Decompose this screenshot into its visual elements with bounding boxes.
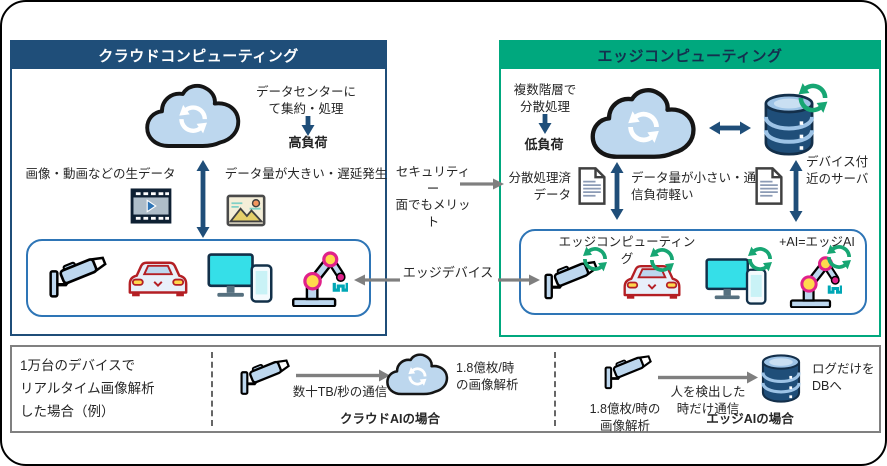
edge-car	[621, 261, 683, 301]
edge-device-box: エッジコンピューティング +AI=エッジAI	[519, 229, 867, 315]
edge-analysis-label: 1.8億枚/時の 画像解析	[589, 402, 661, 433]
edge-ai-caption: エッジAIの場合	[706, 412, 794, 426]
photo-image-icon	[226, 194, 266, 227]
edge-comm-label: 人を検出した 時だけ通信	[670, 385, 746, 416]
example-intro: 1万台のデバイスで リアルタイム画像解析 した場合（例）	[20, 358, 155, 420]
example-band: 1万台のデバイスで リアルタイム画像解析 した場合（例） 数十TB/秒の通信 1…	[10, 345, 881, 433]
right-arrow-icon	[498, 274, 540, 286]
updown-arrow-icon	[196, 160, 210, 238]
edge-box-label: エッジコンピューティング	[558, 235, 696, 266]
sync-icon	[745, 244, 775, 274]
cloud-sync-icon	[142, 82, 246, 158]
monitor-phone-icon	[207, 253, 273, 303]
near-server-label: デバイス付 近のサーバ	[806, 155, 869, 186]
edge-camera	[544, 256, 600, 306]
leftright-arrow-icon	[709, 121, 751, 135]
cloud-device-box	[26, 239, 371, 317]
down-arrow-icon	[538, 114, 552, 134]
security-camera-icon	[604, 351, 654, 395]
high-load-label: 高負荷	[288, 135, 328, 150]
device-row	[28, 241, 369, 315]
right-arrow-icon	[296, 369, 390, 382]
distributed-data-label: 分散処理済 データ	[508, 171, 571, 202]
small-data-label: データ量が小さい・通 信負荷軽い	[631, 171, 757, 202]
updown-arrow-icon	[789, 160, 803, 222]
cloud-panel-title: クラウドコンピューティング	[12, 42, 385, 69]
robot-arm-icon	[290, 249, 348, 307]
db-log-label: ログだけを DBへ	[812, 362, 875, 393]
document-icon	[754, 166, 784, 206]
edge-monitor	[705, 258, 767, 305]
cloud-sync-icon	[384, 352, 452, 402]
cloud-comm-label: 数十TB/秒の通信	[292, 385, 388, 399]
datacenter-note: データセンターに て集約・処理	[255, 85, 356, 116]
security-camera-icon	[49, 251, 109, 305]
sync-icon	[824, 242, 854, 272]
large-data-label: データ量が大きい・遅延発生	[224, 167, 388, 181]
security-note: セキュリティー 面でもメリット	[395, 165, 471, 229]
right-arrow-icon	[658, 371, 758, 384]
cloud-ai-caption: クラウドAIの場合	[339, 412, 440, 426]
dashed-divider	[554, 352, 556, 426]
cloud-sync-icon	[587, 86, 702, 170]
cloud-analysis-label: 1.8億枚/時 の画像解析	[456, 361, 519, 392]
sync-icon	[580, 244, 610, 274]
edge-robot	[788, 254, 842, 308]
sync-icon	[647, 245, 677, 275]
left-arrow-icon	[354, 274, 400, 286]
car-icon	[126, 257, 190, 299]
right-arrow-icon	[460, 178, 504, 190]
document-icon	[577, 166, 607, 206]
video-frames-icon	[130, 188, 172, 224]
low-load-label: 低負荷	[524, 137, 564, 152]
updown-arrow-icon	[610, 162, 624, 220]
dashed-divider	[211, 352, 213, 426]
sync-icon	[794, 80, 832, 116]
down-arrow-icon	[301, 116, 315, 136]
edge-device-label: エッジデバイス	[402, 265, 494, 280]
cloud-computing-panel: クラウドコンピューティング データセンターに て集約・処理 高負荷 画像・動画な…	[10, 40, 387, 336]
edge-panel-title: エッジコンピューティング	[501, 42, 879, 69]
multi-layer-note: 複数階層で 分散処理	[513, 83, 577, 114]
edge-computing-panel: エッジコンピューティング 複数階層で 分散処理 低負荷 デバイス付 近のサーバ …	[499, 40, 881, 337]
raw-data-label: 画像・動画などの生データ	[25, 167, 176, 181]
device-row	[521, 251, 865, 311]
database-icon	[756, 353, 806, 403]
